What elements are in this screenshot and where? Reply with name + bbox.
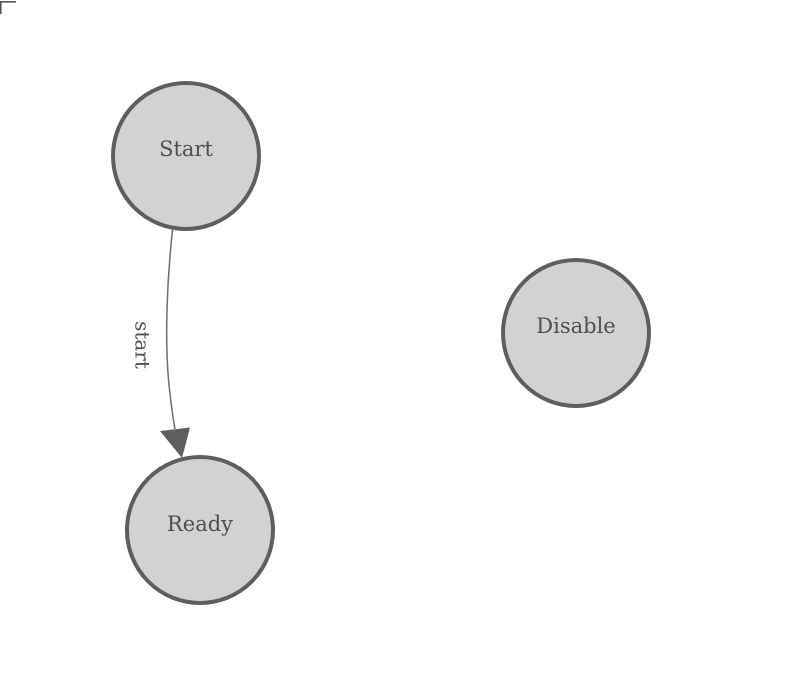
corner-mark-icon: [0, 1, 16, 14]
node-disable[interactable]: Disable: [501, 258, 651, 408]
edge-start-to-ready-label: start: [131, 321, 155, 369]
edge-arrowhead-icon: [160, 427, 190, 458]
edge-start-to-ready-path[interactable]: [165, 229, 176, 430]
edge-start-to-ready[interactable]: start: [131, 229, 191, 458]
node-ready-label: Ready: [167, 512, 233, 536]
node-start[interactable]: Start: [111, 81, 261, 231]
node-start-circle[interactable]: [111, 81, 261, 231]
node-disable-label: Disable: [536, 314, 615, 338]
node-start-label: Start: [159, 137, 213, 161]
node-ready-circle[interactable]: [125, 455, 275, 605]
node-ready[interactable]: Ready: [125, 455, 275, 605]
node-disable-circle[interactable]: [501, 258, 651, 408]
